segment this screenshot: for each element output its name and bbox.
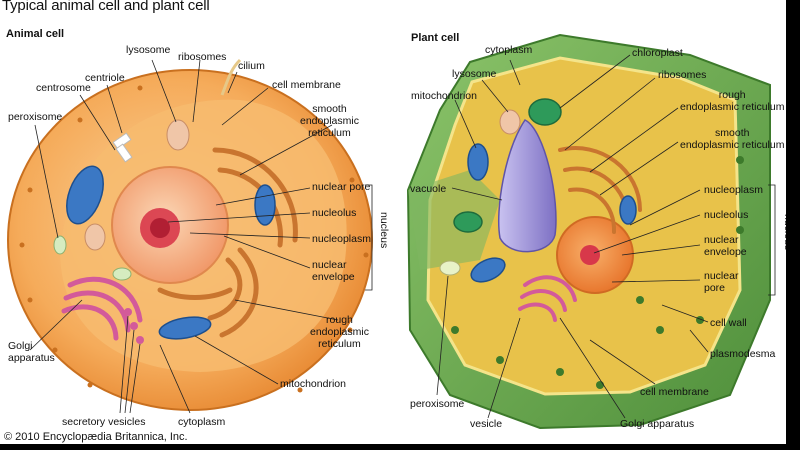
plant-cell-heading: Plant cell bbox=[411, 32, 460, 44]
animal-mitochondrion-left bbox=[66, 165, 104, 225]
plant-label-nuclear-envelope: nuclear envelope bbox=[704, 234, 747, 258]
animal-label-golgi: Golgi apparatus bbox=[8, 340, 55, 364]
animal-label-nucleoplasm: nucleoplasm bbox=[312, 233, 371, 245]
animal-label-smooth-er: smooth endoplasmic reticulum bbox=[300, 103, 359, 139]
plant-chloroplast-top bbox=[528, 98, 562, 126]
plant-label-cytoplasm: cytoplasm bbox=[485, 44, 533, 56]
cells-illustration bbox=[7, 33, 776, 430]
animal-label-peroxisome: peroxisome bbox=[8, 111, 63, 123]
plant-label-lysosome: lysosome bbox=[452, 68, 497, 80]
plant-label-vacuole: vacuole bbox=[410, 183, 447, 195]
animal-label-secretory-vesicles: secretory vesicles bbox=[62, 416, 146, 428]
plant-leader-lines bbox=[436, 54, 709, 419]
membrane-dots bbox=[19, 85, 369, 393]
animal-golgi bbox=[61, 276, 143, 341]
page-title: Typical animal cell and plant cell bbox=[2, 0, 210, 14]
animal-mitochondrion-bottom bbox=[158, 316, 212, 340]
plant-label-chloroplast: chloroplast bbox=[632, 47, 683, 59]
plant-label-cell-wall: cell wall bbox=[710, 317, 747, 329]
plant-label-vesicle: vesicle bbox=[470, 418, 503, 430]
animal-nucleus-bracket bbox=[365, 184, 373, 291]
plant-peroxisome bbox=[439, 260, 461, 276]
diagram-canvas: Typical animal cell and plant cell bbox=[0, 0, 786, 444]
plant-label-plasmodesma: plasmodesma bbox=[710, 348, 776, 360]
animal-label-cell-membrane: cell membrane bbox=[272, 79, 341, 91]
plant-lysosome bbox=[499, 109, 521, 135]
plant-label-rough-er: rough endoplasmic reticulum bbox=[680, 89, 785, 113]
animal-centriole bbox=[112, 132, 133, 163]
animal-label-nucleus: nucleus bbox=[378, 212, 390, 249]
animal-label-nuclear-pore: nuclear pore bbox=[312, 181, 371, 193]
animal-secretory-vesicles bbox=[124, 308, 144, 344]
animal-vesicle bbox=[84, 223, 106, 251]
animal-label-ribosomes: ribosomes bbox=[178, 51, 227, 63]
plant-plasmodesmata bbox=[451, 156, 744, 389]
plant-golgi bbox=[518, 275, 577, 322]
animal-leader-lines bbox=[29, 59, 339, 414]
plant-vacuole bbox=[497, 119, 557, 253]
animal-label-centrosome: centrosome bbox=[36, 82, 91, 94]
plant-chloroplast-left bbox=[453, 211, 483, 233]
animal-label-lysosome: lysosome bbox=[126, 44, 171, 56]
animal-peroxisome bbox=[53, 235, 67, 255]
animal-label-cytoplasm: cytoplasm bbox=[178, 416, 226, 428]
animal-label-nucleolus: nucleolus bbox=[312, 207, 357, 219]
animal-lysosome bbox=[166, 119, 190, 151]
animal-cilium bbox=[220, 58, 242, 96]
animal-label-centriole: centriole bbox=[85, 72, 125, 84]
plant-label-golgi: Golgi apparatus bbox=[620, 418, 695, 430]
animal-label-mitochondrion: mitochondrion bbox=[280, 378, 346, 390]
plant-label-nuclear-pore: nuclear pore bbox=[704, 270, 739, 294]
animal-nucleolus-core bbox=[150, 218, 170, 238]
animal-vesicle-green bbox=[112, 267, 132, 281]
plant-label-nucleus: nucleus bbox=[782, 214, 786, 251]
animal-label-nuclear-envelope: nuclear envelope bbox=[312, 259, 355, 283]
animal-cell bbox=[7, 58, 373, 414]
plant-nucleus-bracket bbox=[768, 184, 776, 296]
plant-label-nucleolus: nucleolus bbox=[704, 209, 749, 221]
copyright-notice: © 2010 Encyclopædia Britannica, Inc. bbox=[4, 431, 188, 443]
plant-nucleolus bbox=[580, 245, 600, 265]
plant-label-peroxisome: peroxisome bbox=[410, 398, 465, 410]
animal-label-cilium: cilium bbox=[238, 60, 265, 72]
plant-label-nucleoplasm: nucleoplasm bbox=[704, 184, 763, 196]
animal-label-rough-er: rough endoplasmic reticulum bbox=[310, 314, 369, 350]
plant-label-smooth-er: smooth endoplasmic reticulum bbox=[680, 127, 785, 151]
plant-cell bbox=[406, 33, 776, 430]
plant-label-mitochondrion: mitochondrion bbox=[411, 90, 477, 102]
plant-mitochondrion-right bbox=[619, 195, 637, 225]
animal-cell-heading: Animal cell bbox=[6, 28, 65, 40]
plant-mitochondrion-bottom bbox=[470, 257, 506, 283]
plant-label-cell-membrane: cell membrane bbox=[640, 386, 709, 398]
plant-label-ribosomes: ribosomes bbox=[658, 69, 707, 81]
animal-mitochondrion-right bbox=[254, 184, 276, 226]
plant-mitochondrion-top bbox=[467, 143, 489, 181]
